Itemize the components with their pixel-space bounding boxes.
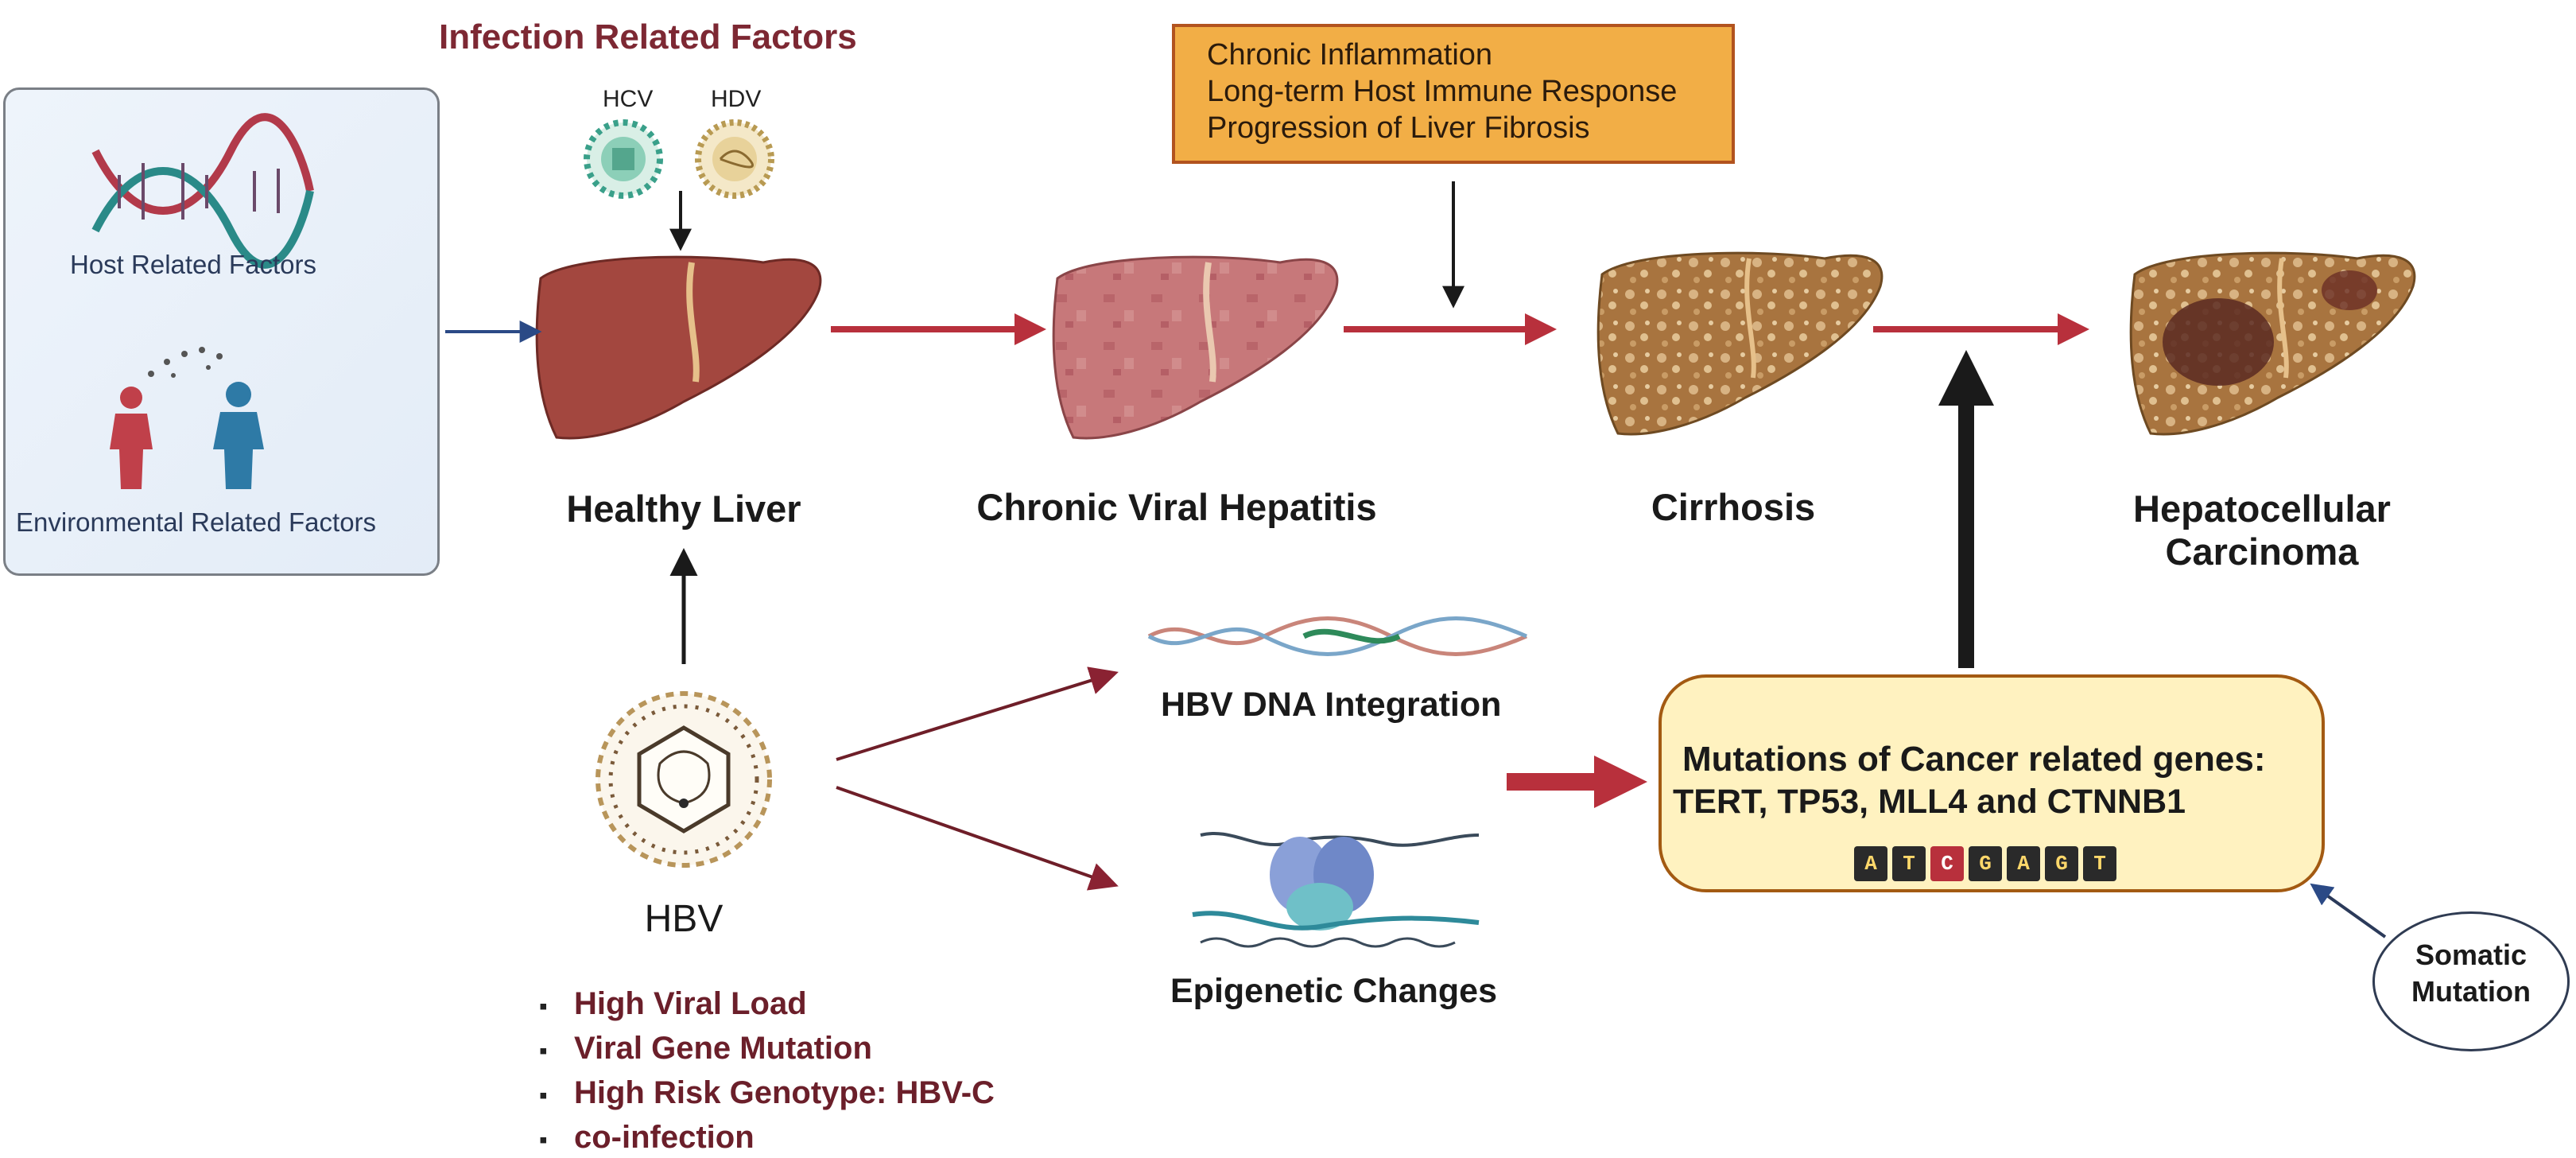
base-letter: A — [1854, 846, 1887, 881]
integration-arrow — [836, 666, 1119, 761]
cirrhosis-liver-icon — [1596, 251, 1884, 436]
inflammation-box: Chronic Inflammation Long-term Host Immu… — [1172, 24, 1735, 164]
base-letter: A — [2007, 846, 2040, 881]
inflammation-line-2: Long-term Host Immune Response — [1207, 75, 1678, 108]
base-letter: T — [1892, 846, 1926, 881]
list-item: ▪Viral Gene Mutation — [539, 1031, 872, 1066]
base-letter: G — [1969, 846, 2002, 881]
epigenetic-arrow — [836, 786, 1119, 891]
inflammation-line-1: Chronic Inflammation — [1207, 38, 1493, 72]
hbv-label: HBV — [644, 898, 724, 940]
hbv-risk-list: ▪High Viral Load ▪Viral Gene Mutation ▪H… — [539, 983, 995, 1158]
integration-label: HBV DNA Integration — [1161, 686, 1502, 724]
hdv-virus-icon — [695, 119, 774, 199]
somatic-arrow — [2310, 883, 2387, 938]
cirrhosis-label: Cirrhosis — [1651, 486, 1816, 528]
healthy-liver-label: Healthy Liver — [566, 488, 801, 530]
dna-bases-row: A T C G A G T — [1854, 846, 2116, 881]
hcc-liver-icon — [2129, 251, 2416, 436]
mutation-genes: TERT, TP53, MLL4 and CTNNB1 — [1673, 783, 2186, 821]
list-item: ▪High Viral Load — [539, 986, 807, 1021]
hbv-virus-icon — [596, 691, 772, 868]
list-item: ▪co-infection — [539, 1120, 755, 1155]
base-letter-mutated: C — [1930, 846, 1964, 881]
infection-heading: Infection Related Factors — [439, 17, 857, 56]
mutation-title: Mutations of Cancer related genes: — [1682, 740, 2266, 779]
epigenetic-label: Epigenetic Changes — [1170, 972, 1497, 1010]
hepatitis-label: Chronic Viral Hepatitis — [976, 486, 1377, 528]
nucleosome-icon — [1192, 831, 1480, 948]
hcv-virus-icon — [584, 119, 663, 199]
inflammation-line-3: Progression of Liver Fibrosis — [1207, 111, 1590, 145]
somatic-label-line2: Mutation — [2411, 975, 2531, 1008]
mutation-block-arrow — [1507, 756, 1647, 808]
hcv-label: HCV — [603, 86, 654, 112]
somatic-label-line1: Somatic — [2415, 938, 2528, 971]
hdv-label: HDV — [711, 86, 762, 112]
hepatitis-liver-icon — [1052, 255, 1339, 440]
mutation-up-arrow — [1938, 350, 1994, 668]
hcc-label-line1: Hepatocellular — [2133, 488, 2391, 530]
somatic-mutation-circle — [2372, 911, 2570, 1051]
hcc-label-line2: Carcinoma — [2165, 530, 2359, 573]
env-factors-label: Environmental Related Factors — [16, 507, 377, 537]
list-item: ▪High Risk Genotype: HBV-C — [539, 1075, 995, 1110]
base-letter: G — [2045, 846, 2078, 881]
dna-helix-icon — [91, 113, 314, 269]
dna-integration-icon — [1147, 616, 1527, 656]
arrows — [445, 181, 2387, 938]
people-icon — [110, 347, 264, 489]
base-letter: T — [2083, 846, 2116, 881]
host-factors-label: Host Related Factors — [70, 250, 316, 279]
healthy-liver-icon — [535, 255, 822, 440]
